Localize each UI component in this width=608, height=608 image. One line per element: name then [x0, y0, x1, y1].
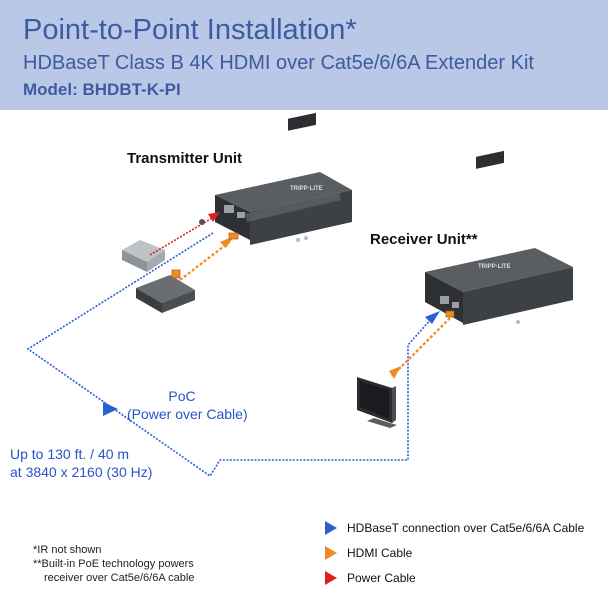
- legend-item-hdbaset: HDBaseT connection over Cat5e/6/6A Cable: [325, 519, 584, 537]
- page-title: Point-to-Point Installation*: [23, 14, 357, 46]
- footnote-ir: *IR not shown: [33, 544, 102, 556]
- transmitter-brand-label: TRIPP·LITE: [290, 186, 323, 192]
- poc-line1: PoC: [168, 388, 196, 404]
- footnotes: *IR not shown **Built-in PoE technology …: [33, 543, 194, 585]
- power-adapter: [122, 240, 165, 272]
- legend-power-label: Power Cable: [347, 571, 416, 585]
- header-banner: Point-to-Point Installation* HDBaseT Cla…: [0, 0, 608, 110]
- receiver-unit: TRIPP·LITE: [425, 150, 573, 325]
- legend-hdbaset-label: HDBaseT connection over Cat5e/6/6A Cable: [347, 521, 585, 535]
- distance-line2: at 3840 x 2160 (30 Hz): [10, 464, 153, 480]
- distance-line1: Up to 130 ft. / 40 m: [10, 446, 130, 462]
- hdbaset-direction-arrow: [103, 402, 118, 416]
- distance-label: Up to 130 ft. / 40 m at 3840 x 2160 (30 …: [10, 445, 152, 481]
- poc-label: PoC (Power over Cable): [127, 387, 248, 423]
- receiver-brand-label: TRIPP·LITE: [478, 264, 511, 270]
- power-arrowhead: [208, 212, 220, 222]
- page-subtitle: HDBaseT Class B 4K HDMI over Cat5e/6/6A …: [23, 52, 534, 74]
- receiver-unit-label: Receiver Unit**: [370, 231, 478, 248]
- legend-hdmi-label: HDMI Cable: [347, 546, 413, 560]
- legend-item-power: Power Cable: [325, 569, 416, 587]
- poc-line2: (Power over Cable): [127, 406, 248, 422]
- hdmi-cable-receiver: [391, 317, 451, 377]
- footnote-poe-2: receiver over Cat5e/6/6A cable: [44, 572, 195, 584]
- hdmi-cable-transmitter: [179, 239, 233, 281]
- legend-power-marker-icon: [325, 571, 337, 585]
- legend-hdmi-marker-icon: [325, 546, 337, 560]
- transmitter-unit-label: Transmitter Unit: [127, 150, 243, 167]
- footnote-poe-1: **Built-in PoE technology powers: [33, 558, 194, 570]
- hdmi-receiver-arrowhead: [389, 366, 401, 379]
- model-number: Model: BHDBT-K-PI: [23, 80, 181, 99]
- legend-hdbaset-marker-icon: [325, 521, 337, 535]
- transmitter-unit: TRIPP·LITE: [215, 112, 352, 245]
- hdbaset-receiver-arrowhead: [425, 311, 440, 324]
- display-monitor: [357, 377, 397, 428]
- legend-item-hdmi: HDMI Cable: [325, 544, 412, 562]
- hdmi-source-device: [136, 275, 195, 313]
- hdbaset-cable-route: [26, 232, 433, 478]
